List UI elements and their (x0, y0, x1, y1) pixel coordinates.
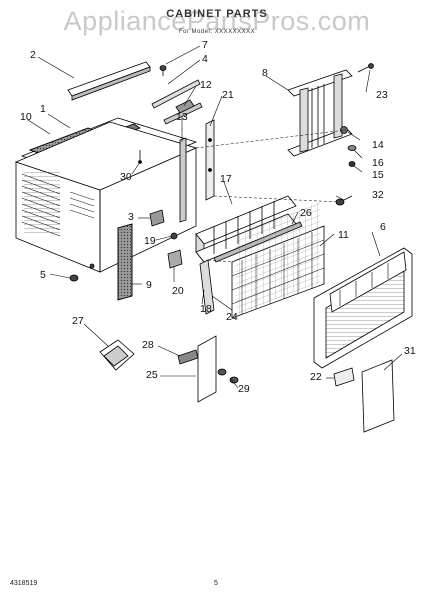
callout-16: 16 (372, 157, 384, 169)
part-cabinet-body (16, 122, 196, 272)
part-clip-3 (150, 210, 164, 226)
part-top-bracket (164, 100, 202, 124)
part-frame (288, 70, 352, 156)
part-washer-16 (348, 146, 356, 151)
callout-24: 24 (226, 311, 238, 323)
callout-23: 23 (376, 89, 388, 101)
callout-32: 32 (372, 189, 384, 201)
callout-7: 7 (202, 39, 208, 51)
part-screw-23 (358, 64, 374, 73)
footer-doc-number: 4318519 (10, 580, 38, 587)
callout-19: 19 (144, 235, 156, 247)
callout-30: 30 (120, 171, 132, 183)
part-top-rail (68, 62, 150, 100)
part-screw-top (160, 66, 166, 77)
callout-29: 29 (238, 383, 250, 395)
callout-10: 10 (20, 111, 32, 123)
callout-2: 2 (30, 49, 36, 61)
part-rail-strip (152, 80, 200, 108)
part-filter (232, 201, 324, 318)
part-front-grille (314, 248, 412, 368)
callout-17: 17 (220, 173, 232, 185)
callout-3: 3 (128, 211, 134, 223)
callout-22: 22 (310, 371, 322, 383)
callout-13: 13 (176, 111, 188, 123)
callout-12: 12 (200, 79, 212, 91)
part-side-piece (200, 260, 214, 314)
part-nut-15 (349, 162, 355, 167)
part-side-bar (206, 120, 214, 200)
callout-18: 18 (200, 303, 212, 315)
part-label-22 (334, 368, 354, 386)
callout-5: 5 (40, 269, 46, 281)
watermark: AppliancePartsPros.com (63, 6, 371, 36)
part-bracket-20 (168, 250, 182, 268)
callout-15: 15 (372, 169, 384, 181)
page-subtitle: For Model: XXXXXXXXX (178, 29, 256, 35)
callout-6: 6 (380, 221, 386, 233)
callout-28: 28 (142, 339, 154, 351)
callout-27: 27 (72, 315, 84, 327)
part-filter-slide (118, 224, 132, 300)
callout-8: 8 (262, 67, 268, 79)
part-panel-31 (362, 360, 394, 432)
part-vertical-bracket (180, 138, 186, 222)
callout-20: 20 (172, 285, 184, 297)
page-title: CABINET PARTS (166, 8, 268, 20)
part-control-panel (178, 336, 216, 402)
part-bracket-27 (100, 340, 134, 370)
part-screw-5 (70, 275, 78, 281)
part-clip-14 (341, 127, 348, 134)
callout-25: 25 (146, 369, 158, 381)
footer-page-number: 5 (214, 580, 218, 587)
callout-14: 14 (372, 139, 384, 151)
callout-21: 21 (222, 89, 234, 101)
callout-11: 11 (338, 229, 349, 241)
callout-31: 31 (404, 345, 416, 357)
callout-1: 1 (40, 103, 46, 115)
callout-26: 26 (300, 207, 312, 219)
callout-4: 4 (202, 53, 208, 65)
callout-9: 9 (146, 279, 152, 291)
part-knobs (218, 369, 238, 383)
